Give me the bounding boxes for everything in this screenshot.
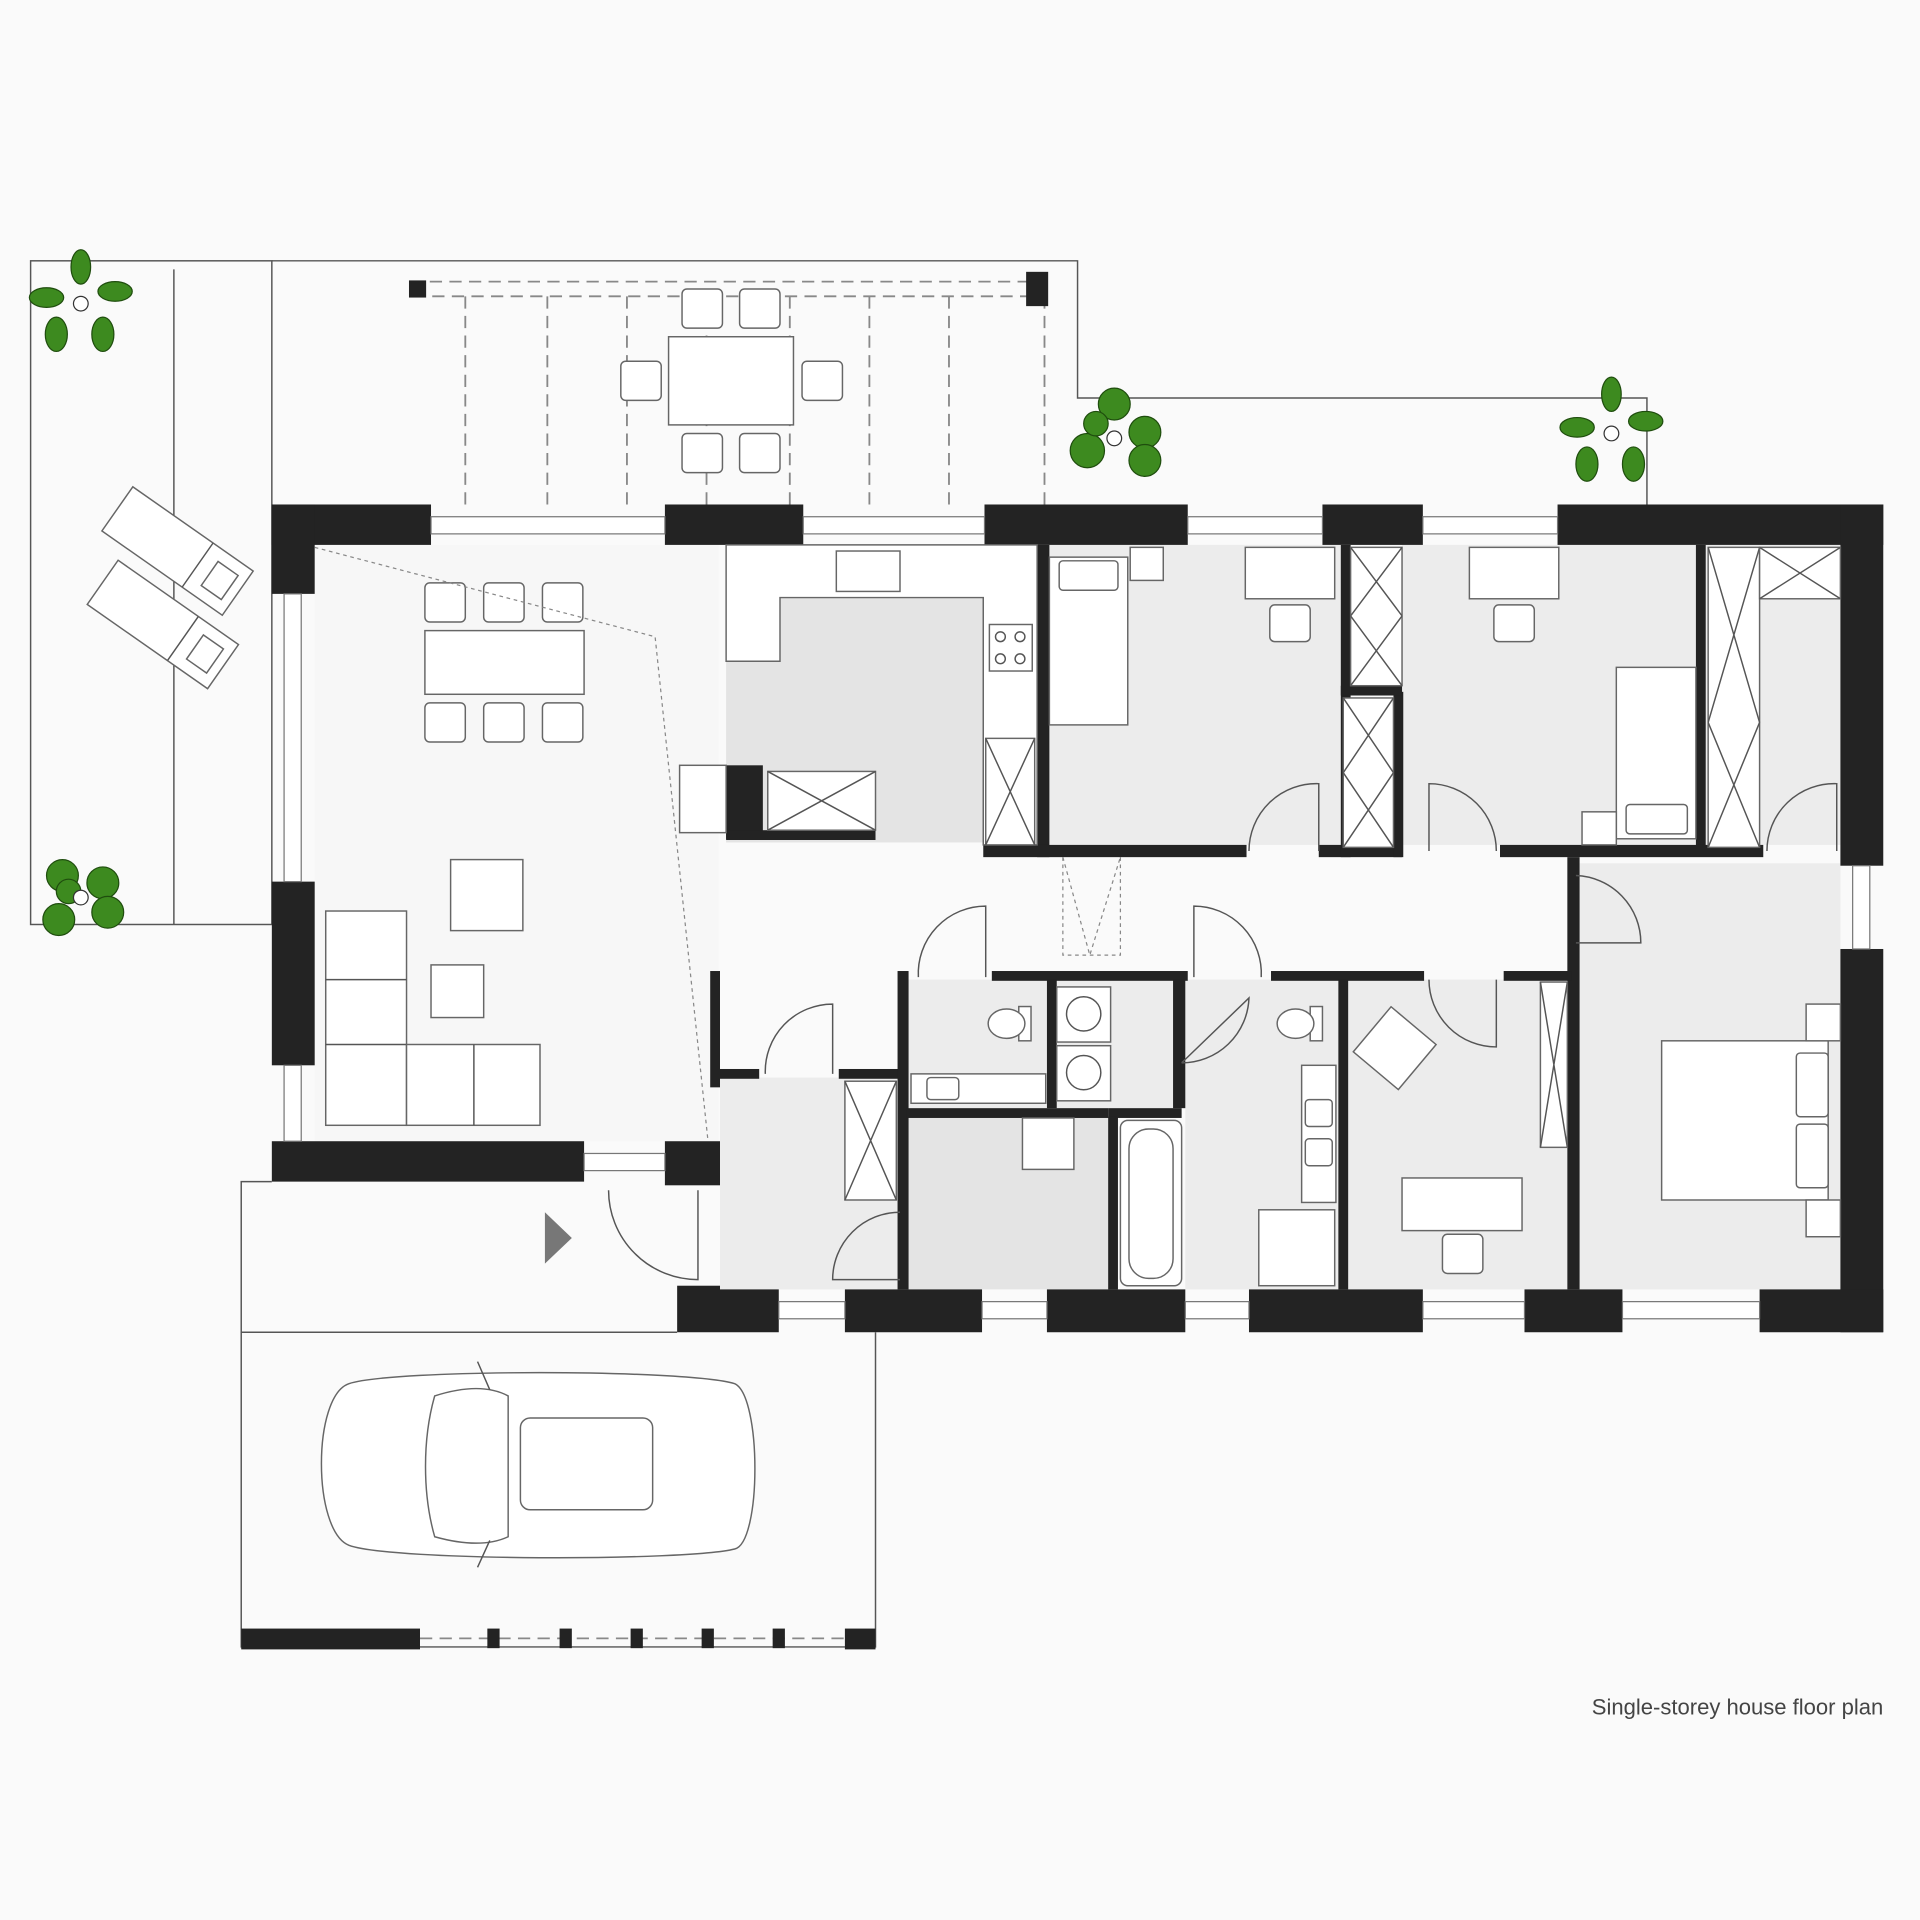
car-icon: [320, 1361, 756, 1568]
plant-icon: [1559, 376, 1664, 482]
kitchen-counter: [678, 544, 1038, 846]
plan-title: Single-storey house floor plan: [1592, 1694, 1883, 1719]
plant-icon: [28, 249, 133, 353]
sofa-icon: [324, 858, 541, 1127]
plant-icon: [1069, 387, 1162, 477]
sun-lounger-icon: [86, 485, 255, 690]
plant-icon: [42, 858, 125, 937]
stove-icon: [988, 623, 1033, 672]
bed-icon: [1048, 546, 1842, 1275]
toilet-icon: [1276, 1005, 1324, 1042]
interior-walls: [710, 544, 1764, 1290]
outdoor-dining-table-icon: [620, 288, 844, 474]
dining-table-icon: [424, 582, 585, 743]
exterior-walls: [271, 504, 1884, 1333]
bathroom-fixtures: [910, 986, 1337, 1287]
toilet-icon: [987, 1005, 1032, 1042]
doors: [607, 782, 1838, 1281]
carport: [240, 1180, 877, 1650]
washing-machine-icon: [1056, 986, 1112, 1043]
wardrobes: [844, 546, 1842, 1201]
sink-icon: [835, 550, 901, 593]
entrance-arrow-icon: [544, 1212, 572, 1264]
windows: [283, 516, 1871, 1320]
